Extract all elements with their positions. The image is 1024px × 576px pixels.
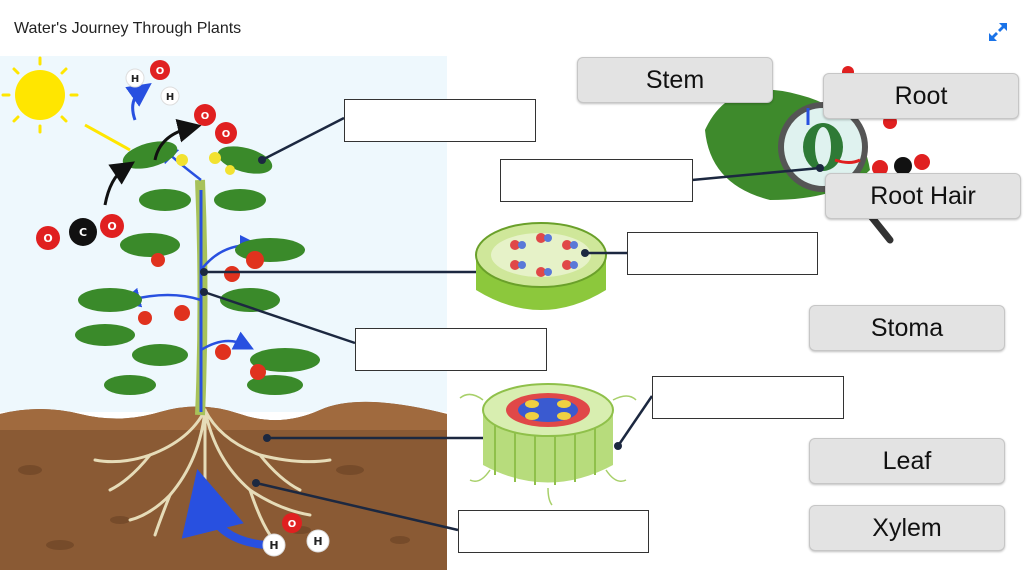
activity-title: Water's Journey Through Plants (14, 20, 242, 37)
label-chip-root[interactable]: Root (823, 73, 1019, 119)
svg-text:H: H (313, 535, 322, 548)
svg-text:O: O (156, 66, 165, 77)
label-chip-stoma[interactable]: Stoma (809, 305, 1005, 351)
connector-lines (203, 116, 821, 532)
water-molecule-top: O H H (125, 60, 180, 121)
drop-zone-root-hair-area[interactable] (458, 510, 649, 553)
label-chip-stem[interactable]: Stem (577, 57, 773, 103)
drop-zone-leaf-area[interactable] (344, 99, 536, 142)
sun-icon (1, 56, 131, 152)
expand-icon[interactable] (986, 20, 1010, 44)
oxygen-molecule: O O (153, 104, 237, 161)
svg-text:O: O (107, 220, 116, 233)
label-chip-root-hair[interactable]: Root Hair (825, 173, 1021, 219)
drop-zone-stem-section[interactable] (627, 232, 818, 275)
plant-leaves (75, 141, 320, 395)
drop-zone-stoma-area[interactable] (500, 159, 693, 202)
svg-text:H: H (166, 92, 174, 103)
drop-zone-xylem-area[interactable] (355, 328, 547, 371)
tomatoes (138, 251, 266, 380)
stem-cross-section-illustration (475, 222, 607, 310)
leaf-magnifier-illustration (705, 66, 930, 244)
drop-zone-root-section[interactable] (652, 376, 844, 419)
water-molecule-bottom: O H H (181, 468, 330, 557)
svg-text:H: H (131, 74, 139, 85)
svg-text:O: O (201, 111, 210, 122)
svg-text:C: C (79, 226, 87, 239)
svg-text:O: O (43, 232, 52, 245)
svg-text:O: O (222, 129, 231, 140)
label-chip-leaf[interactable]: Leaf (809, 438, 1005, 484)
svg-text:O: O (288, 519, 297, 530)
carbon-dioxide-molecule: O C O (36, 161, 135, 250)
label-chip-xylem[interactable]: Xylem (809, 505, 1005, 551)
root-cross-section-illustration (459, 383, 637, 506)
svg-text:H: H (269, 539, 278, 552)
